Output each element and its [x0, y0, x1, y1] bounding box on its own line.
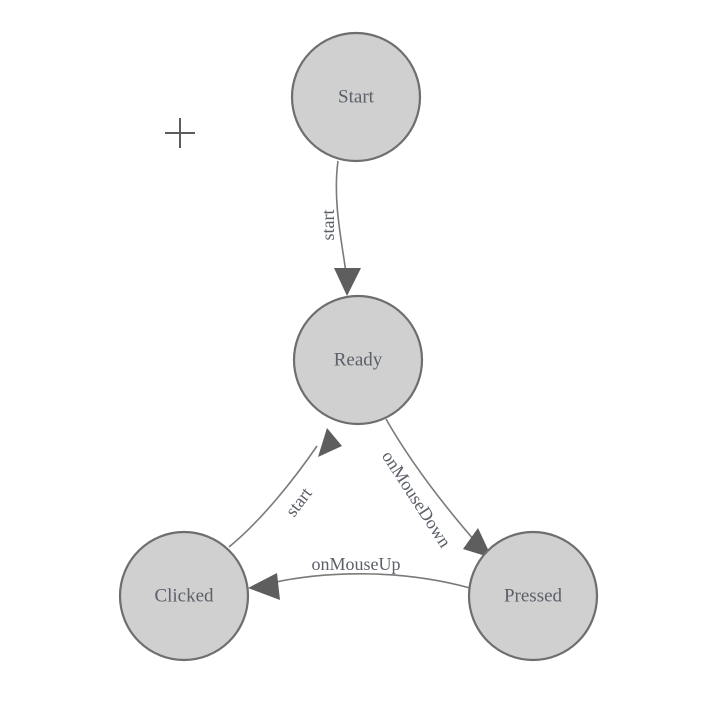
state-node-ready-label: Ready	[334, 349, 383, 370]
state-node-ready-circle[interactable]	[292, 294, 424, 426]
edge-label-start-return: start	[281, 483, 316, 520]
edge-ready-to-pressed[interactable]: onMouseDown	[378, 418, 492, 558]
arrowhead-pressed-to-clicked	[248, 573, 280, 600]
edge-clicked-to-ready[interactable]: start	[228, 428, 342, 548]
state-node-ready[interactable]: Ready	[292, 294, 424, 426]
edge-start-to-ready[interactable]: start	[318, 160, 361, 296]
edge-path-clicked-to-ready	[228, 445, 318, 548]
state-node-start-label: Start	[338, 86, 375, 107]
edge-pressed-to-clicked[interactable]: onMouseUp	[248, 554, 471, 600]
state-node-clicked-circle[interactable]	[118, 530, 250, 662]
arrowhead-ready-to-pressed	[463, 528, 492, 558]
state-node-pressed-label: Pressed	[504, 585, 563, 606]
state-node-pressed-circle[interactable]	[467, 530, 599, 662]
edge-path-ready-to-pressed	[385, 418, 482, 549]
state-node-clicked[interactable]: Clicked	[118, 530, 250, 662]
arrowhead-clicked-to-ready	[318, 428, 342, 457]
state-node-start-circle[interactable]	[290, 31, 422, 163]
arrowhead-start-to-ready	[334, 268, 361, 296]
plus-crosshair-icon	[165, 118, 195, 148]
edge-label-start: start	[318, 210, 338, 241]
state-node-start[interactable]: Start	[290, 31, 422, 163]
edge-label-onmouseup: onMouseUp	[312, 554, 401, 574]
edge-path-pressed-to-clicked	[270, 573, 471, 589]
edge-label-onmousedown: onMouseDown	[378, 447, 455, 551]
state-node-pressed[interactable]: Pressed	[467, 530, 599, 662]
state-node-clicked-label: Clicked	[154, 585, 214, 606]
